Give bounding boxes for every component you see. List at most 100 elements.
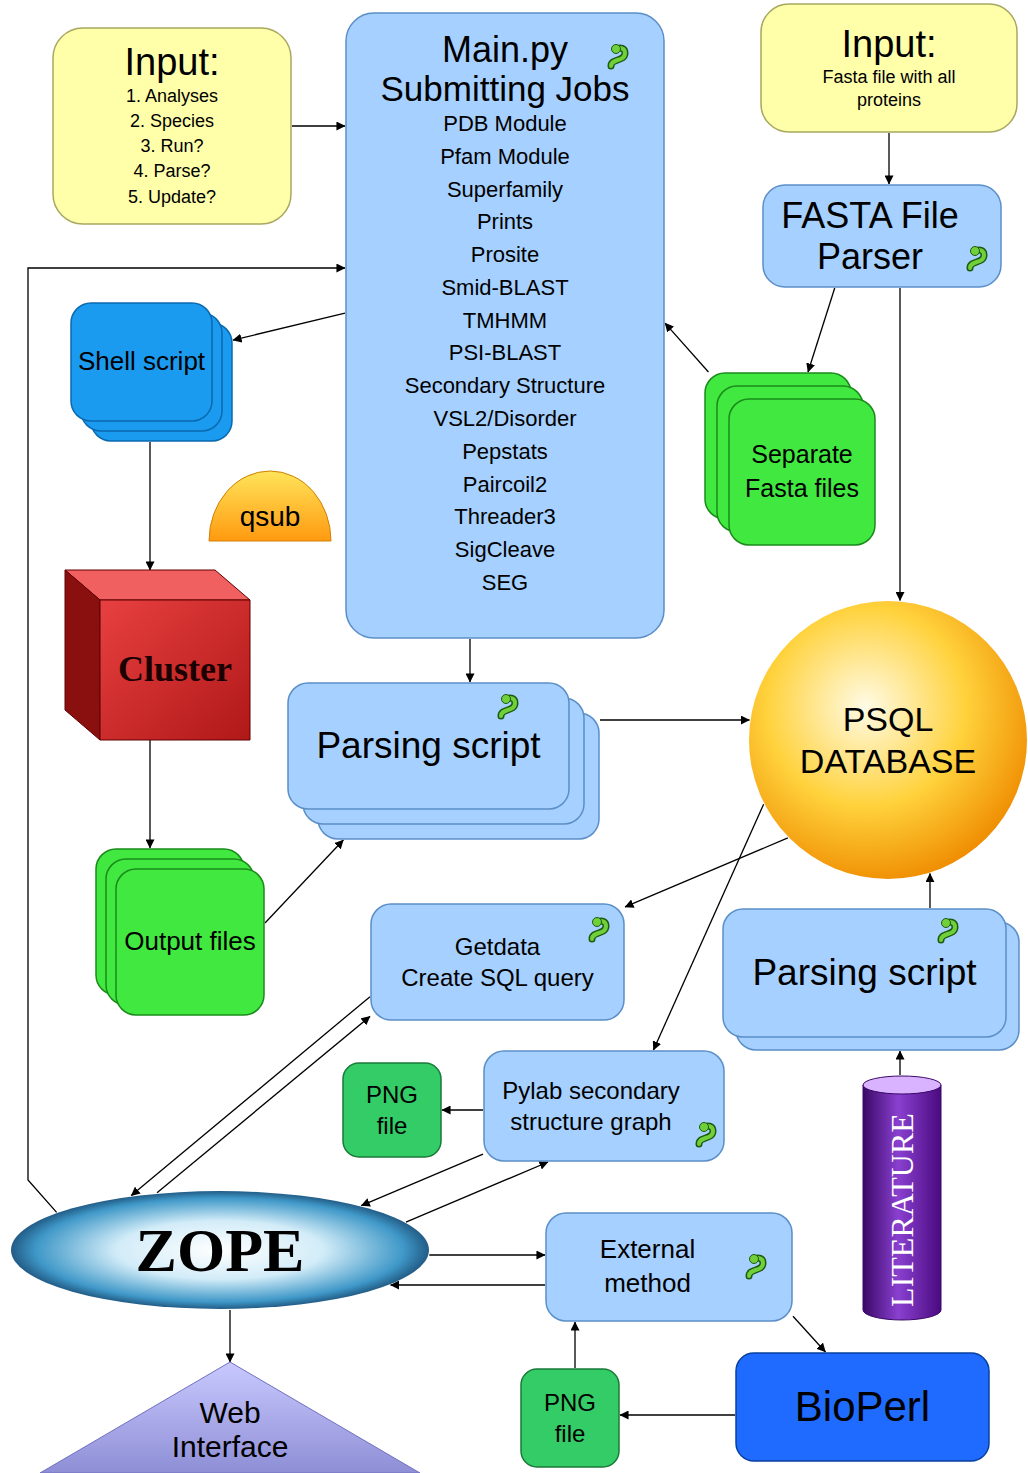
flow-arrow [131,997,370,1196]
text-area: ZOPE [10,1190,430,1310]
library-box: BioPerl [735,1352,990,1462]
process-box: Pylab secondary structure graph [483,1050,725,1162]
cube-face [100,600,250,740]
snake-head [942,919,951,928]
flow-arrow [406,1162,548,1222]
text-area: Cluster [100,600,250,740]
snake-head [612,45,621,54]
literature-cylinder: LITERATURE [862,1075,942,1320]
text-area: qsub [208,492,332,542]
process-box: External method [545,1212,793,1322]
box-label: Submitting Jobs [380,70,629,109]
flow-arrow [574,1322,575,1368]
text-area: Main.pySubmitting JobsPDB ModulePfam Mod… [349,26,661,634]
box-label: SEG [482,567,528,600]
text-area: Input:Fasta file with all proteins [760,3,1018,133]
box-label: ZOPE [136,1216,305,1284]
box-label: Fasta file with all proteins [807,66,972,113]
box-label: Separate Fasta files [734,438,870,506]
script-stack: Parsing script [287,682,600,840]
image-file: PNG file [342,1062,442,1158]
box-label: LITERATURE [886,1113,918,1307]
box-outline [484,1051,724,1161]
text-area: Parsing script [722,908,1007,1038]
box-label: qsub [240,502,301,533]
flow-arrow [469,639,470,682]
text-area: External method [555,1217,740,1317]
text-area: Web Interface [160,1390,300,1470]
snake-head [750,1255,759,1264]
flow-arrow [899,288,900,601]
python-icon [497,692,521,720]
box-label: Paircoil2 [463,469,547,502]
box-label: Web Interface [166,1396,294,1465]
box-label: VSL2/Disorder [433,403,576,436]
box-label: Main.py [442,30,568,70]
stacked-sheet [71,303,212,421]
cylinder-body [863,1085,941,1320]
flow-arrow [157,1016,370,1192]
node-outline [520,1368,620,1468]
box-label: Threader3 [454,501,556,534]
box-label: TMHMM [463,305,547,338]
box-label: PNG file [348,1079,436,1141]
text-area: Pylab secondary structure graph [491,1055,691,1157]
flow-arrow [265,840,343,923]
python-icon [695,1120,719,1148]
flow-arrow [793,1316,825,1352]
stacked-sheet [729,399,875,545]
box-label: Output files [124,924,256,959]
python-icon [745,1252,769,1280]
box-label: PDB Module [443,108,567,141]
box-outline [736,1353,989,1461]
cube-face [65,570,100,740]
snake-head [502,695,511,704]
server-ellipse: ZOPE [10,1190,430,1310]
box-label: Cluster [118,650,232,690]
text-area: FASTA File Parser [770,188,970,284]
box-label: PNG file [526,1387,614,1449]
box-outline [546,1213,792,1321]
python-icon [607,42,631,70]
flow-arrow [600,719,749,720]
box-outline [53,28,291,224]
box-outline [371,904,624,1020]
snake-head [700,1123,709,1132]
text-area: GetdataCreate SQL query [375,908,620,1016]
snake-head [971,247,980,256]
text-area: PSQL DATABASE [768,690,1008,790]
flow-arrow [442,1109,483,1110]
box-label: Input: [124,42,219,84]
process-box: FASTA File Parser [762,184,1002,288]
text-area: Output files [115,868,265,1016]
text-area: Shell script [70,302,213,422]
stacked-sheet [723,909,1006,1037]
box-label: PSI-BLAST [449,337,561,370]
image-file: PNG file [520,1368,620,1468]
box-label: 5. Update? [128,185,216,210]
process-box: GetdataCreate SQL query [370,903,625,1021]
box-label: Pylab secondary structure graph [497,1075,685,1137]
text-area: LITERATURE [862,1099,942,1320]
flow-arrow [429,1254,545,1255]
box-label: External method [561,1233,734,1301]
script-stack: Shell script [70,302,233,442]
ellipse-outline [749,601,1027,879]
box-label: Shell script [78,345,205,379]
database-sphere: PSQL DATABASE [748,600,1028,880]
flow-arrow [899,1051,900,1075]
box-label: SigCleave [455,534,555,567]
flow-arrow [233,313,345,340]
ellipse-outline [11,1191,429,1309]
text-area: Separate Fasta files [728,398,876,546]
box-label: Prints [477,206,533,239]
text-area: PNG file [520,1368,620,1468]
box-outline [343,1063,441,1157]
triangle-outline [40,1362,420,1473]
stacked-sheet [288,683,569,809]
python-icon [588,915,612,943]
snake-head [593,918,602,927]
box-label: Prosite [471,239,539,272]
flow-arrow [149,740,150,848]
flow-arrow [292,125,345,126]
